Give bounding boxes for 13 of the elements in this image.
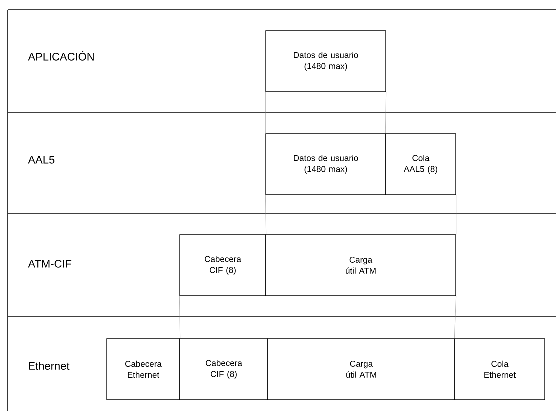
layer-label: AAL5 xyxy=(28,156,55,164)
layer-label: Ethernet xyxy=(29,362,70,370)
packet-field-box: Cola AAL5 (8) xyxy=(386,134,456,196)
packet-field-box: Datos de usuario (1480 max) xyxy=(266,30,386,92)
packet-field-box: Cabecera CIF (8) xyxy=(180,338,268,400)
layer-label: ATM-CIF xyxy=(28,260,72,268)
packet-field-box: Cola Ethernet xyxy=(454,338,546,400)
projection-line xyxy=(454,296,456,339)
layer-label: APLICACIÓN xyxy=(28,51,94,61)
packet-field-box: Cabecera Ethernet xyxy=(106,338,180,400)
packet-field-box: Datos de usuario (1480 max) xyxy=(266,134,386,196)
projection-line xyxy=(180,296,181,339)
packet-field-box: Cabecera CIF (8) xyxy=(180,234,266,296)
